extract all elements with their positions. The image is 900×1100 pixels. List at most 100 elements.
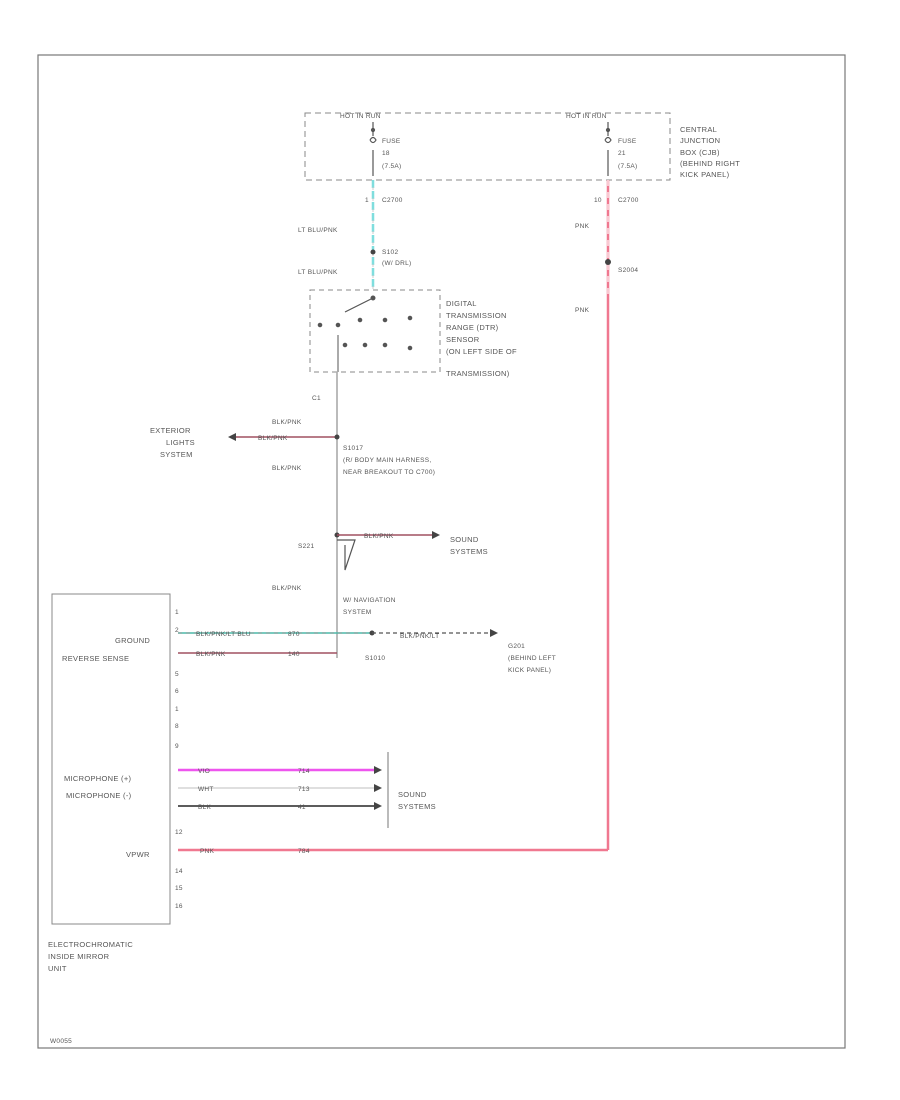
blk-circuit-number: 41 [298,804,306,811]
mic-neg-pin-label: MICROPHONE (-) [66,791,132,800]
svg-text:SYSTEM: SYSTEM [343,609,372,616]
s2004-label: S2004 [618,267,638,274]
wire-label-pnk-2: PNK [575,307,590,314]
wire-sound-systems-1 [334,531,440,571]
pin-number: 6 [175,688,179,695]
svg-text:(7.5A): (7.5A) [382,163,402,170]
svg-text:(BEHIND RIGHT: (BEHIND RIGHT [680,159,740,168]
mirror-pin-numbers: 1 2 5 6 1 8 9 12 14 15 16 [175,609,183,910]
svg-text:SYSTEMS: SYSTEMS [450,547,488,556]
wire-label-blk-pnk-rev: BLK/PNK [196,651,226,658]
s102-label: S102 [382,249,398,256]
wire-label-blk-pnk-ext: BLK/PNK [258,435,288,442]
svg-text:INSIDE MIRROR: INSIDE MIRROR [48,952,110,961]
pin-number: 12 [175,829,183,836]
svg-text:(7.5A): (7.5A) [618,163,638,170]
pin-number: 1 [175,706,179,713]
wire-label-blk-pnk-2: BLK/PNK [272,465,302,472]
splice-s102 [370,249,376,255]
svg-text:CENTRAL: CENTRAL [680,125,717,134]
pin-number: 8 [175,723,179,730]
dtr-sensor-box [309,289,441,373]
svg-text:JUNCTION: JUNCTION [680,136,720,145]
svg-text:LIGHTS: LIGHTS [166,438,195,447]
sound-systems-2-label: SOUND SYSTEMS [398,790,436,811]
ground-circuit-number: 870 [288,631,300,638]
svg-text:FUSE: FUSE [382,138,401,145]
svg-text:KICK PANEL): KICK PANEL) [680,170,730,179]
svg-text:G201: G201 [508,643,525,650]
svg-text:NEAR BREAKOUT TO C700): NEAR BREAKOUT TO C700) [343,469,435,476]
wire-label-lt-blu-pnk-2: LT BLU/PNK [298,269,338,276]
svg-text:21: 21 [618,150,626,157]
svg-text:RANGE (DTR): RANGE (DTR) [446,323,499,332]
diagram-code: W0055 [50,1038,72,1045]
pin-number: 14 [175,868,183,875]
svg-text:KICK PANEL): KICK PANEL) [508,667,551,674]
wire-label-lt-blu-pnk-1: LT BLU/PNK [298,227,338,234]
splice-s2004 [605,259,611,265]
wire-label-blk-pnk-ground: BLK/PNK/LT BLU [196,631,251,638]
svg-text:BOX (CJB): BOX (CJB) [680,148,720,157]
central-junction-box [304,112,671,181]
svg-text:EXTERIOR: EXTERIOR [150,426,191,435]
wire-ground [178,629,498,637]
s1017-label: S1017 (R/ BODY MAIN HARNESS, NEAR BREAKO… [343,445,435,476]
hot-in-run-right-label: HOT IN RUN [566,113,607,120]
wire-label-pnk-1: PNK [575,223,590,230]
diagram-border [37,54,846,1049]
svg-text:SYSTEM: SYSTEM [160,450,193,459]
svg-text:FUSE: FUSE [618,138,637,145]
fuse-21-symbol [604,122,612,176]
wire-wht [178,784,382,792]
c2700-left-pin: 1 [365,197,369,204]
s1010-label: S1010 [365,655,385,662]
pin-number: 16 [175,903,183,910]
pnk-run-circuit-number: 784 [298,848,310,855]
wire-label-wht: WHT [198,786,214,793]
svg-text:TRANSMISSION: TRANSMISSION [446,311,507,320]
fuse-21-label: FUSE 21 (7.5A) [618,138,638,170]
wire-vio [178,766,382,774]
c2700-left-label: C2700 [382,197,403,204]
wire-exterior-lights [228,433,340,441]
wire-label-blk-pnk-1: BLK/PNK [272,419,302,426]
fuse-18-label: FUSE 18 (7.5A) [382,138,402,170]
dtr-sensor-label: DIGITAL TRANSMISSION RANGE (DTR) SENSOR … [446,299,517,378]
pin-c1-label: C1 [312,395,321,402]
pin-number: 15 [175,885,183,892]
w-navigation-label: W/ NAVIGATION SYSTEM [343,597,396,616]
svg-text:SYSTEMS: SYSTEMS [398,802,436,811]
dtr-sensor-switch [317,295,413,372]
pin-number: 1 [175,609,179,616]
vpwr-pin-label: VPWR [126,850,150,859]
central-junction-box-label: CENTRAL JUNCTION BOX (CJB) (BEHIND RIGHT… [680,125,740,179]
sound-systems-1-label: SOUND SYSTEMS [450,535,488,556]
wire-label-vio: VIO [198,768,210,775]
fuse-18-symbol [369,122,377,176]
svg-text:(R/ BODY MAIN HARNESS,: (R/ BODY MAIN HARNESS, [343,457,431,464]
pin-number: 2 [175,627,179,634]
exterior-lights-label: EXTERIOR LIGHTS SYSTEM [150,426,195,459]
wire-label-pnk-run: PNK [200,848,215,855]
wire-label-blk-pnk-sound: BLK/PNK [364,533,394,540]
wire-blk [178,802,382,810]
svg-text:UNIT: UNIT [48,964,67,973]
ground-pin-label: GROUND [115,636,150,645]
svg-text:(ON LEFT SIDE OF: (ON LEFT SIDE OF [446,347,517,356]
svg-text:W/ NAVIGATION: W/ NAVIGATION [343,597,396,604]
wht-circuit-number: 713 [298,786,310,793]
reverse-circuit-number: 140 [288,651,300,658]
g201-label: G201 (BEHIND LEFT KICK PANEL) [508,643,556,674]
hot-in-run-left-label: HOT IN RUN [340,113,381,120]
pin-number: 9 [175,743,179,750]
wire-label-blk-pnk-g201: BLK/PNK/LT [400,633,439,640]
wire-label-blk-pnk-3: BLK/PNK [272,585,302,592]
c2700-right-label: C2700 [618,197,639,204]
svg-text:TRANSMISSION): TRANSMISSION) [446,369,510,378]
svg-text:S1017: S1017 [343,445,363,452]
svg-text:SOUND: SOUND [398,790,427,799]
svg-text:DIGITAL: DIGITAL [446,299,477,308]
